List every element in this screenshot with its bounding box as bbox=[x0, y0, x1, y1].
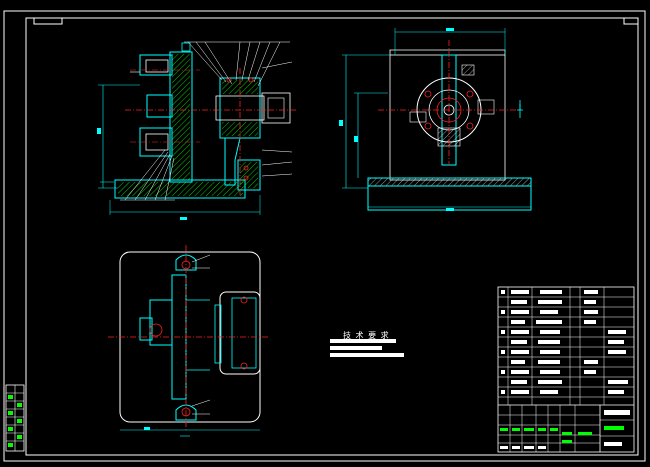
outer-frame bbox=[3, 10, 646, 462]
front-view-section bbox=[97, 41, 298, 220]
technical-requirements bbox=[330, 339, 404, 357]
corner-box-top-right bbox=[623, 17, 639, 25]
inner-frame bbox=[25, 17, 639, 456]
title-block bbox=[497, 286, 635, 453]
binding-strip bbox=[5, 384, 25, 452]
technical-requirements-title: 技 术 要 求 bbox=[343, 331, 390, 340]
side-view bbox=[339, 28, 532, 211]
corner-box-top-left bbox=[33, 17, 63, 25]
top-view bbox=[108, 245, 270, 437]
